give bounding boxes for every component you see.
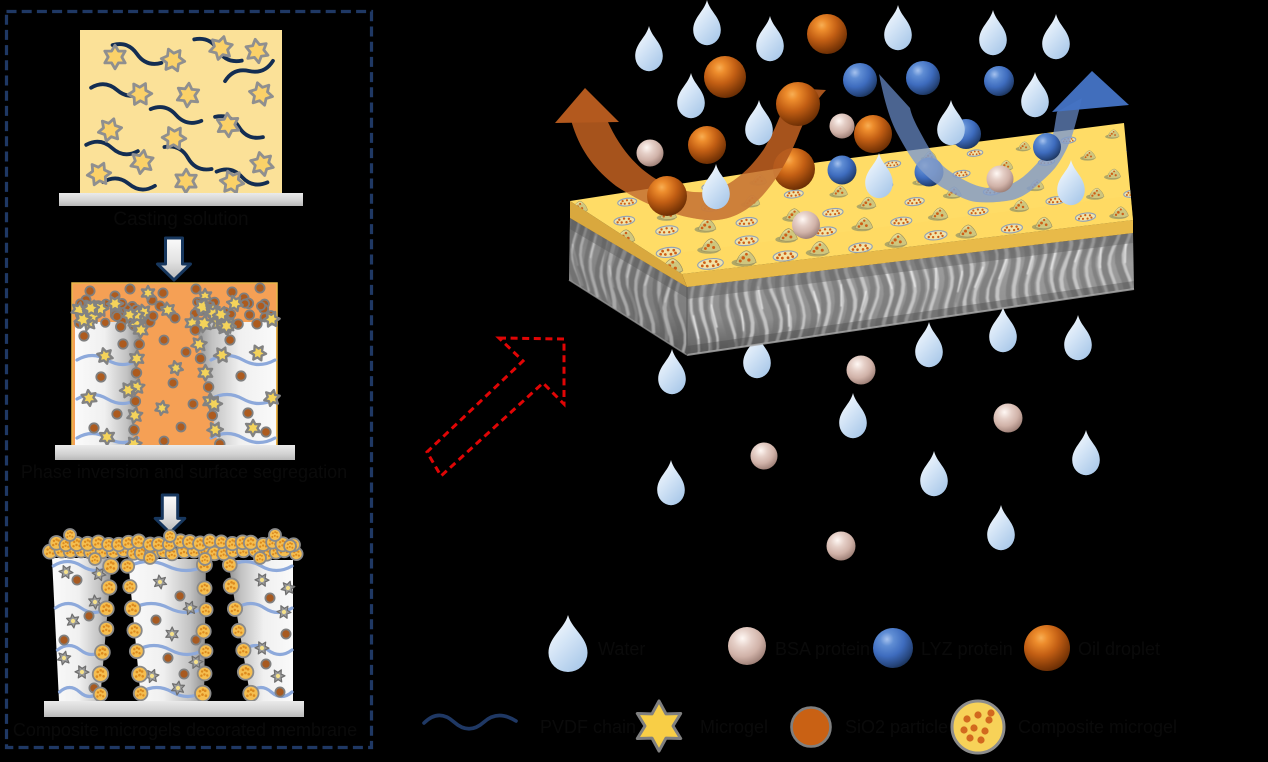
svg-text:Composite microgel: Composite microgel <box>1018 717 1177 737</box>
svg-text:Microgel: Microgel <box>700 717 768 737</box>
svg-text:Water: Water <box>598 639 645 659</box>
svg-text:Phase inversion and surface se: Phase inversion and surface segregation <box>21 462 347 482</box>
svg-text:PVDF chain: PVDF chain <box>540 717 636 737</box>
svg-text:Casting solution: Casting solution <box>113 209 248 230</box>
svg-text:BSA protein: BSA protein <box>775 639 870 659</box>
svg-text:LYZ protein: LYZ protein <box>921 639 1013 659</box>
svg-text:Oil droplet: Oil droplet <box>1078 639 1160 659</box>
svg-text:Composite microgels decorated: Composite microgels decorated membrane <box>13 720 357 740</box>
svg-text:SiO2 particle: SiO2 particle <box>845 717 948 737</box>
